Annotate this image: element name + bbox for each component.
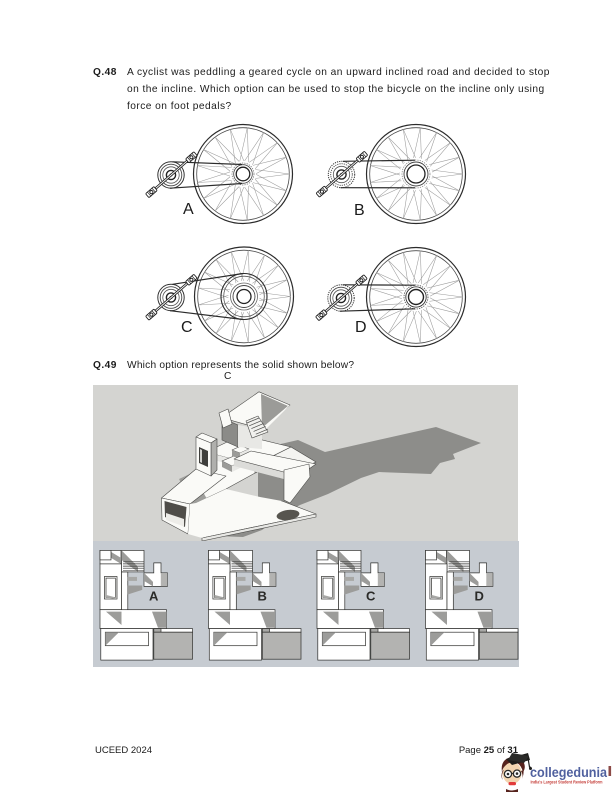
svg-text:A: A (183, 201, 194, 218)
svg-text:C: C (181, 319, 193, 336)
svg-text:B: B (258, 589, 267, 604)
svg-text:B: B (354, 202, 365, 219)
svg-text:D: D (475, 589, 484, 604)
svg-text:India's Largest Student Review: India's Largest Student Review Platform (531, 780, 603, 785)
svg-text:D: D (355, 319, 367, 336)
svg-text:A: A (149, 589, 159, 604)
svg-text:collegedunia: collegedunia (530, 765, 607, 780)
svg-text:C: C (366, 589, 376, 604)
